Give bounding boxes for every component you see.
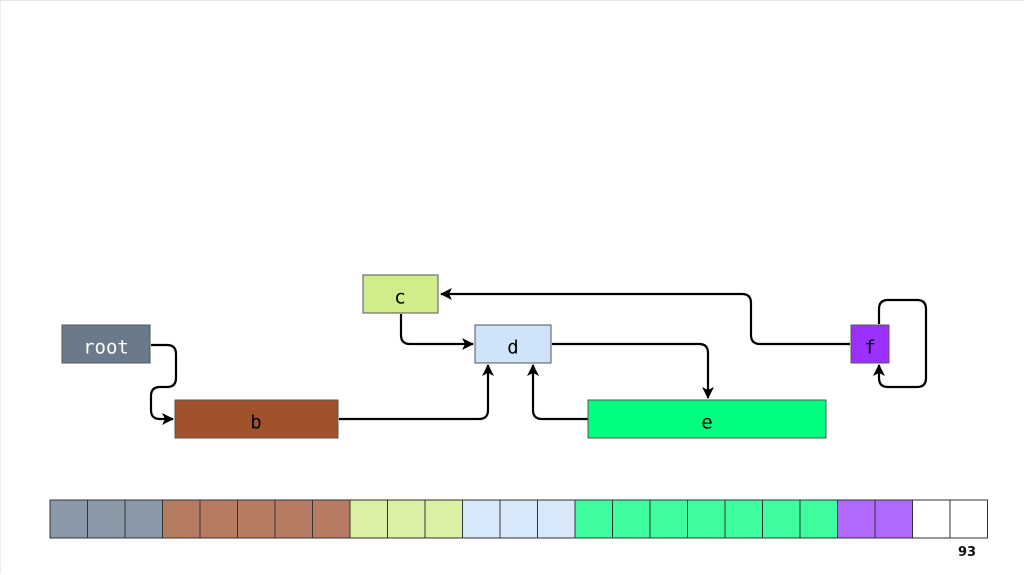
heap-cell-f bbox=[874, 499, 913, 539]
node-c: c bbox=[362, 274, 439, 314]
node-c-label: c bbox=[394, 287, 405, 309]
heap-memory-strip bbox=[49, 499, 988, 539]
edge-f-to-f-self bbox=[873, 298, 928, 389]
heap-cell-d bbox=[499, 499, 538, 539]
heap-cell-b bbox=[237, 499, 276, 539]
heap-cell-e bbox=[762, 499, 801, 539]
heap-cell-free bbox=[949, 499, 988, 539]
edge-c-to-d bbox=[399, 314, 474, 350]
node-root-label: root bbox=[83, 337, 129, 359]
heap-cell-b bbox=[312, 499, 351, 539]
node-d-box bbox=[474, 324, 552, 364]
node-e-box bbox=[587, 399, 827, 439]
node-d-label: d bbox=[507, 337, 518, 359]
node-b-box bbox=[174, 399, 339, 439]
heap-cell-root bbox=[49, 499, 88, 539]
heap-cell-d bbox=[462, 499, 501, 539]
heap-cell-b bbox=[274, 499, 313, 539]
node-e-label: e bbox=[701, 412, 712, 434]
heap-cell-b bbox=[199, 499, 238, 539]
edge-root-to-b bbox=[149, 343, 178, 425]
heap-cell-root bbox=[124, 499, 163, 539]
node-f: f bbox=[850, 324, 890, 364]
heap-cell-b bbox=[162, 499, 201, 539]
heap-cell-free bbox=[912, 499, 951, 539]
heap-cell-root bbox=[87, 499, 126, 539]
edge-b-to-d bbox=[339, 364, 494, 421]
heap-cell-e bbox=[687, 499, 726, 539]
heap-cell-c bbox=[424, 499, 463, 539]
node-b-label: b bbox=[250, 412, 261, 434]
edge-d-to-e bbox=[552, 342, 714, 399]
heap-cell-e bbox=[612, 499, 651, 539]
heap-cell-e bbox=[649, 499, 688, 539]
node-root: root bbox=[61, 324, 151, 364]
node-b: b bbox=[174, 399, 339, 439]
heap-cell-c bbox=[349, 499, 388, 539]
heap-cell-e bbox=[574, 499, 613, 539]
node-d: d bbox=[474, 324, 552, 364]
heap-cell-d bbox=[537, 499, 576, 539]
page-number: 93 bbox=[957, 545, 977, 560]
edges bbox=[149, 288, 928, 425]
node-c-box bbox=[362, 274, 439, 314]
node-e: e bbox=[587, 399, 827, 439]
heap-cell-f bbox=[837, 499, 876, 539]
node-f-box bbox=[850, 324, 890, 364]
heap-cell-e bbox=[799, 499, 838, 539]
heap-cell-e bbox=[724, 499, 763, 539]
edge-e-to-d bbox=[527, 364, 588, 421]
heap-cell-c bbox=[387, 499, 426, 539]
node-root-box bbox=[61, 324, 151, 364]
edge-f-to-c bbox=[440, 288, 850, 346]
node-f-label: f bbox=[864, 337, 875, 359]
